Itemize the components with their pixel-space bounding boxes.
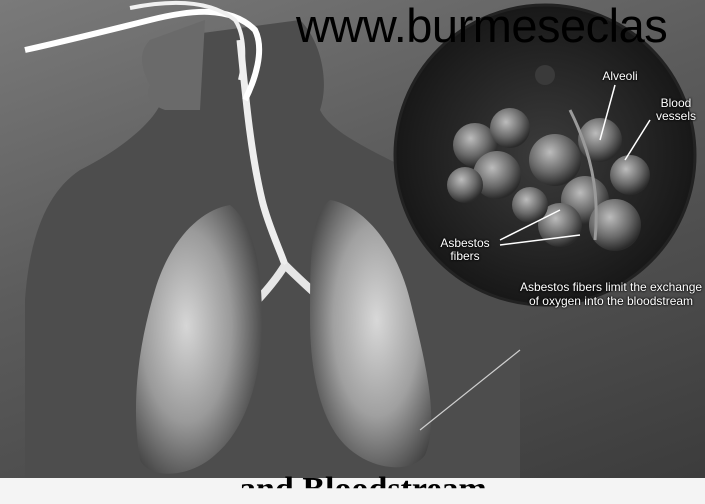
watermark-text: www.burmeseclas — [296, 2, 667, 49]
caption-asbestos-oxygen: Asbestos fibers limit the exchange of ox… — [516, 280, 705, 308]
face-profile — [142, 20, 205, 110]
label-asbestos-fibers: Asbestos fibers — [430, 237, 500, 263]
label-blood-vessels: Blood vessels — [648, 97, 704, 123]
label-alveoli: Alveoli — [592, 70, 648, 83]
